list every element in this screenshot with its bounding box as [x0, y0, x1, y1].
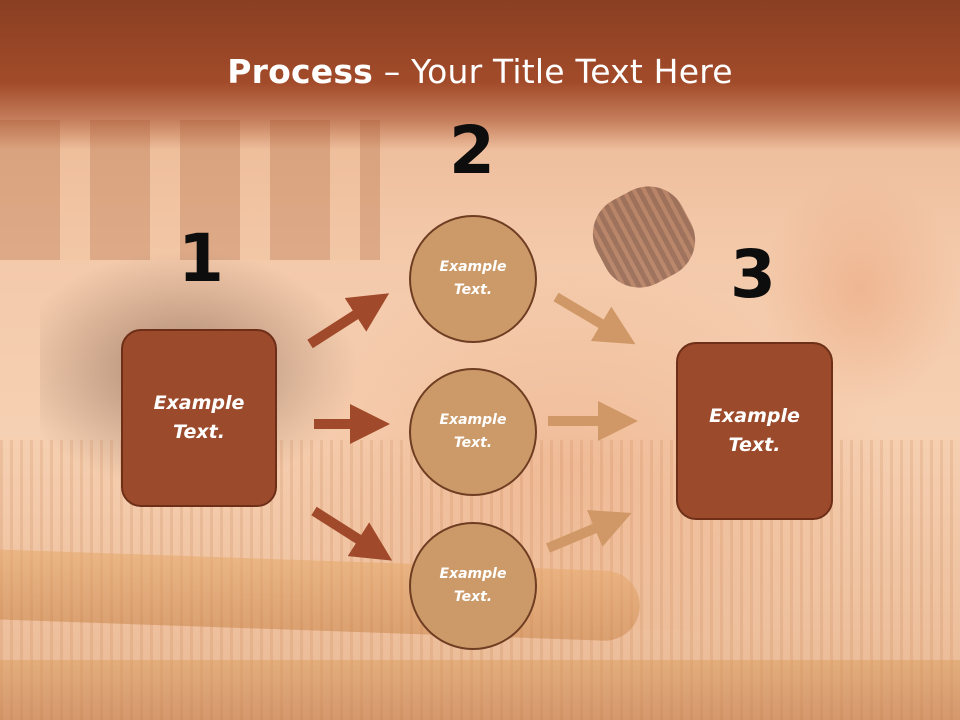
circle-middle[interactable]: Example Text. — [409, 368, 537, 496]
title-rest: – Your Title Text Here — [373, 52, 733, 91]
circle-bottom-label: Example Text. — [439, 566, 507, 605]
title-bar — [0, 0, 960, 150]
right-text-box[interactable]: Example Text. — [676, 342, 833, 520]
arrow-bottom-to-right — [546, 510, 632, 553]
step-number-1: 1 — [178, 220, 224, 297]
left-text-box[interactable]: Example Text. — [121, 329, 277, 507]
right-box-label: Example Text. — [709, 405, 800, 456]
arrow-left-to-top — [307, 293, 390, 349]
circle-bottom[interactable]: Example Text. — [409, 522, 537, 650]
arrow-left-to-bottom — [311, 506, 393, 561]
step-number-2: 2 — [449, 112, 495, 189]
circle-middle-label: Example Text. — [439, 412, 507, 451]
circle-top-label: Example Text. — [439, 259, 507, 298]
slide-title[interactable]: Process – Your Title Text Here — [0, 52, 960, 91]
title-bold: Process — [227, 52, 374, 91]
circle-top[interactable]: Example Text. — [409, 215, 537, 343]
arrow-top-to-right — [553, 292, 636, 345]
background-bamboo-lower — [0, 660, 960, 720]
step-number-3: 3 — [730, 236, 776, 313]
left-box-label: Example Text. — [153, 392, 245, 443]
